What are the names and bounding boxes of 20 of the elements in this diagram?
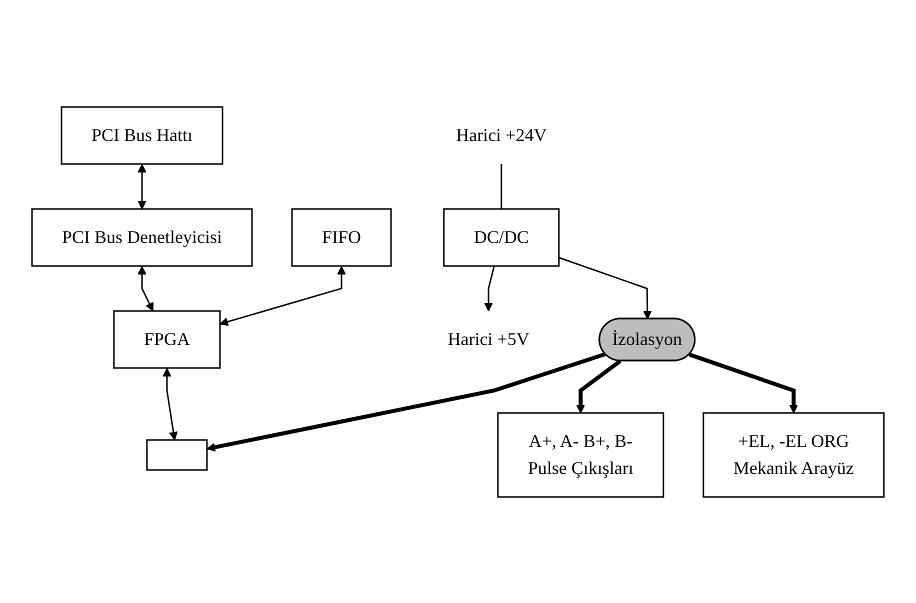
node-box: PCI Bus Denetleyicisi [31,208,253,266]
arrow [558,256,652,319]
connector [500,164,502,208]
node-text: Harici +5V [448,328,530,348]
node-box [146,438,208,470]
arrow [576,358,622,413]
arrow [206,352,606,452]
arrow [484,265,495,311]
arrow [220,266,346,326]
node-box: DC/DC [443,208,560,266]
node-box: FPGA [113,310,221,368]
arrow [162,368,178,440]
node-box: +EL, -EL ORG Mekanik Arayüz [702,412,885,498]
arrow [138,164,146,209]
node-box: FIFO [291,208,392,266]
arrow [688,352,798,413]
node-box: PCI Bus Hattı [60,106,224,164]
arrow [138,266,154,311]
node-box: A+, A- B+, B- Pulse Çıkışları [497,412,664,498]
node-text: Harici +24V [456,124,547,144]
